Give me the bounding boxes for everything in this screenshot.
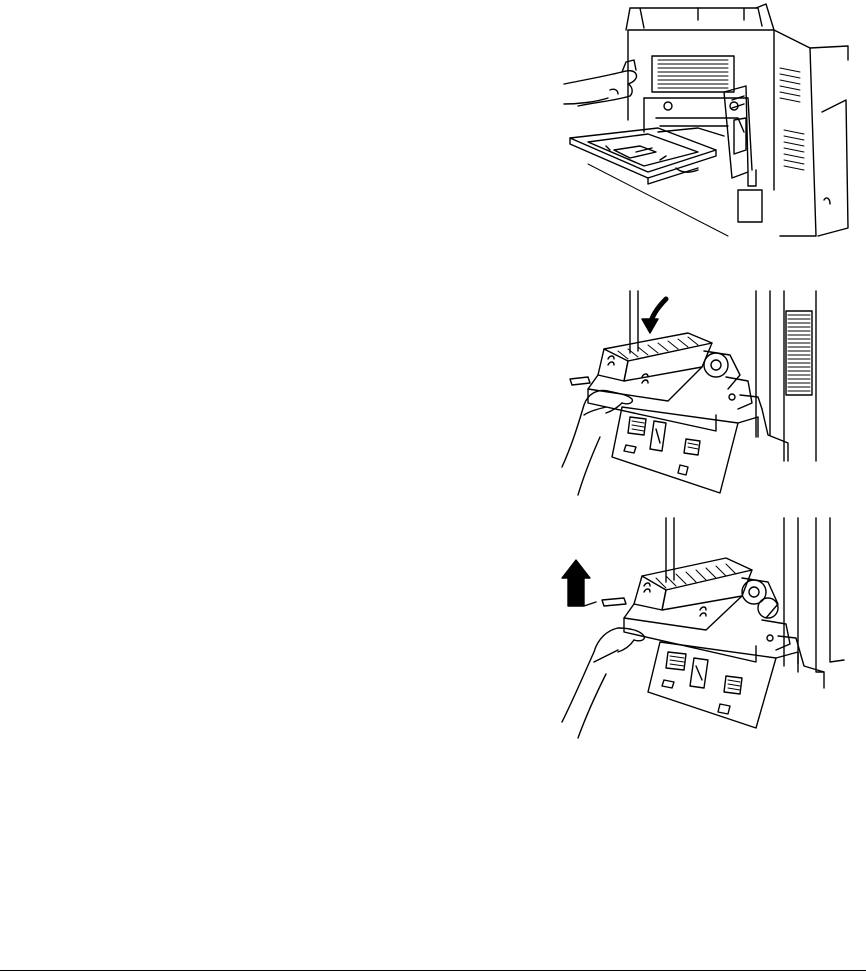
transfer-unit-lowered-illustration xyxy=(548,285,866,495)
transfer-unit-lift-illustration xyxy=(548,512,866,740)
copier-side-door-open-illustration xyxy=(548,0,866,242)
footer-rule xyxy=(0,970,866,971)
